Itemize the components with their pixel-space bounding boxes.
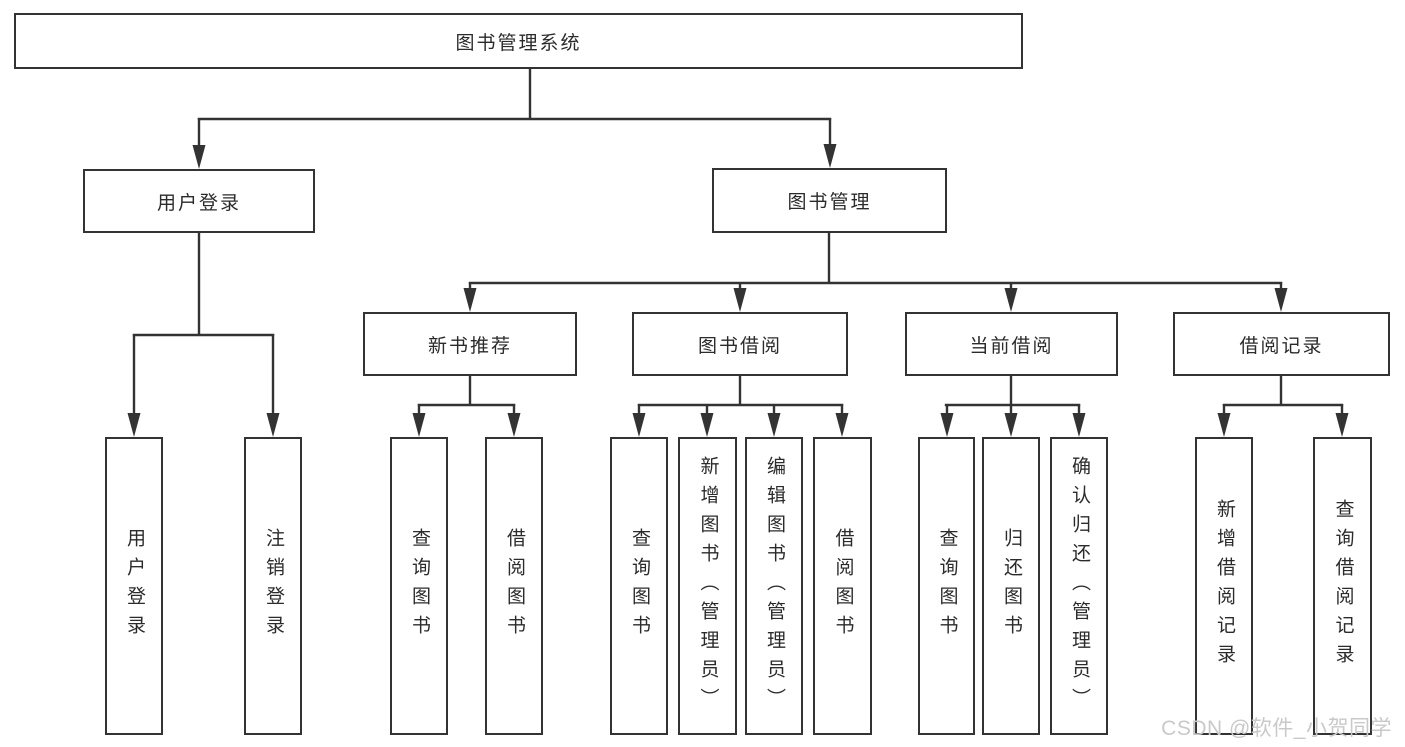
leaf-label: 查询图书 bbox=[408, 528, 430, 644]
leaf-return-book: 归还图书 bbox=[982, 437, 1040, 735]
leaf-label: 新增图书（管理员） bbox=[697, 455, 719, 717]
leaf-user-login: 用户登录 bbox=[105, 437, 163, 735]
leaf-label: 新增借阅记录 bbox=[1213, 499, 1235, 673]
node-book-borrow: 图书借阅 bbox=[632, 312, 848, 376]
leaf-label: 查询图书 bbox=[628, 528, 650, 644]
node-current-borrow: 当前借阅 bbox=[905, 312, 1118, 376]
leaf-label: 查询图书 bbox=[936, 528, 958, 644]
leaf-label: 查询借阅记录 bbox=[1332, 499, 1354, 673]
leaf-label: 注销登录 bbox=[262, 528, 284, 644]
leaf-query-books-recommend: 查询图书 bbox=[390, 437, 448, 735]
leaf-label: 用户登录 bbox=[123, 528, 145, 644]
leaf-query-borrow-record: 查询借阅记录 bbox=[1313, 437, 1372, 735]
leaf-label: 归还图书 bbox=[1000, 528, 1022, 644]
leaf-add-borrow-record: 新增借阅记录 bbox=[1195, 437, 1253, 735]
watermark: CSDN @软件_小贺同学 bbox=[1161, 717, 1392, 740]
leaf-edit-book-admin: 编辑图书（管理员） bbox=[745, 437, 803, 735]
leaf-borrow-books-recommend: 借阅图书 bbox=[485, 437, 543, 735]
leaf-label: 编辑图书（管理员） bbox=[763, 455, 785, 717]
leaf-label: 确认归还（管理员） bbox=[1068, 455, 1090, 717]
leaf-add-book-admin: 新增图书（管理员） bbox=[678, 437, 737, 735]
leaf-confirm-return-admin: 确认归还（管理员） bbox=[1050, 437, 1108, 735]
leaf-logout-login: 注销登录 bbox=[244, 437, 302, 735]
leaf-query-books-borrow: 查询图书 bbox=[610, 437, 668, 735]
node-borrow-records: 借阅记录 bbox=[1173, 312, 1390, 376]
node-user-login: 用户登录 bbox=[83, 169, 315, 233]
node-book-management: 图书管理 bbox=[712, 168, 947, 233]
node-new-book-recommend: 新书推荐 bbox=[363, 312, 577, 376]
leaf-borrow-books: 借阅图书 bbox=[813, 437, 872, 735]
node-root: 图书管理系统 bbox=[14, 13, 1023, 69]
leaf-label: 借阅图书 bbox=[832, 528, 854, 644]
leaf-query-books-current: 查询图书 bbox=[918, 437, 975, 735]
leaf-label: 借阅图书 bbox=[503, 528, 525, 644]
